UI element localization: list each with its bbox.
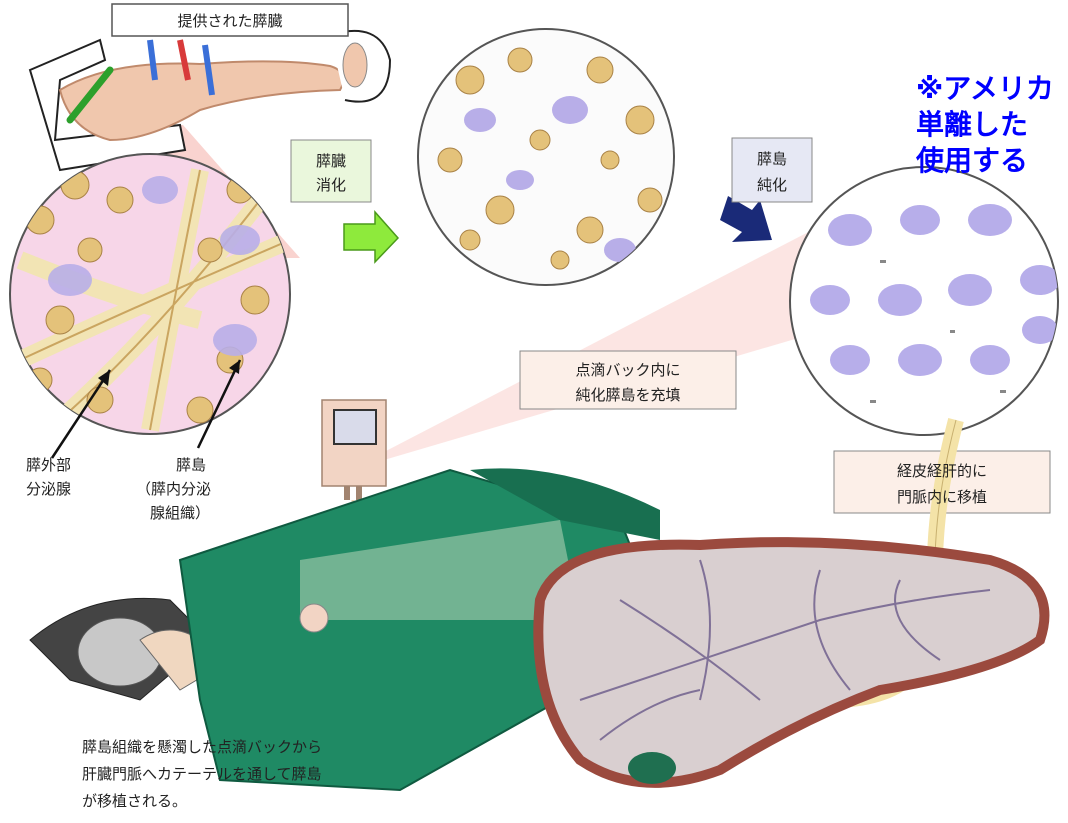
liver-illustration [538,542,1044,784]
transplant-label-2: 門脈内に移植 [897,488,987,506]
exocrine-label-2: 分泌腺 [26,480,71,498]
purification-label-2: 純化 [757,176,787,194]
digestion-arrow [344,212,398,262]
digested-tissue-circle [418,29,674,285]
pancreas-tissue-circle [10,154,290,434]
caption-line-2: 肝臓門脈へカテーテルを通して膵島 [82,765,322,783]
caption-line-1: 膵島組織を懸濁した点滴バックから [82,738,322,756]
note-line-3: 使用する [915,144,1028,177]
iv-bag-label-1: 点滴バック内に [575,361,680,379]
transplant-label-1: 経皮経肝的に [897,462,987,480]
donated-pancreas-label: 提供された膵臓 [177,12,282,30]
islet-label-2: （膵内分泌 [136,480,211,498]
digestion-label-1: 膵臓 [316,152,346,170]
exocrine-label-1: 膵外部 [26,456,71,474]
iv-bag-label-2: 純化膵島を充填 [575,386,680,404]
note-line-1: ※アメリカ [916,72,1054,105]
purification-label-1: 膵島 [757,150,787,168]
note-line-2: 単離した [916,108,1028,141]
purified-islets-circle [790,167,1060,435]
islet-label-3: 腺組織） [150,504,210,522]
digestion-label-2: 消化 [316,176,346,194]
caption-line-3: が移植される。 [82,792,187,810]
purification-arrow [720,196,772,242]
islet-label-1: 膵島 [176,456,206,474]
